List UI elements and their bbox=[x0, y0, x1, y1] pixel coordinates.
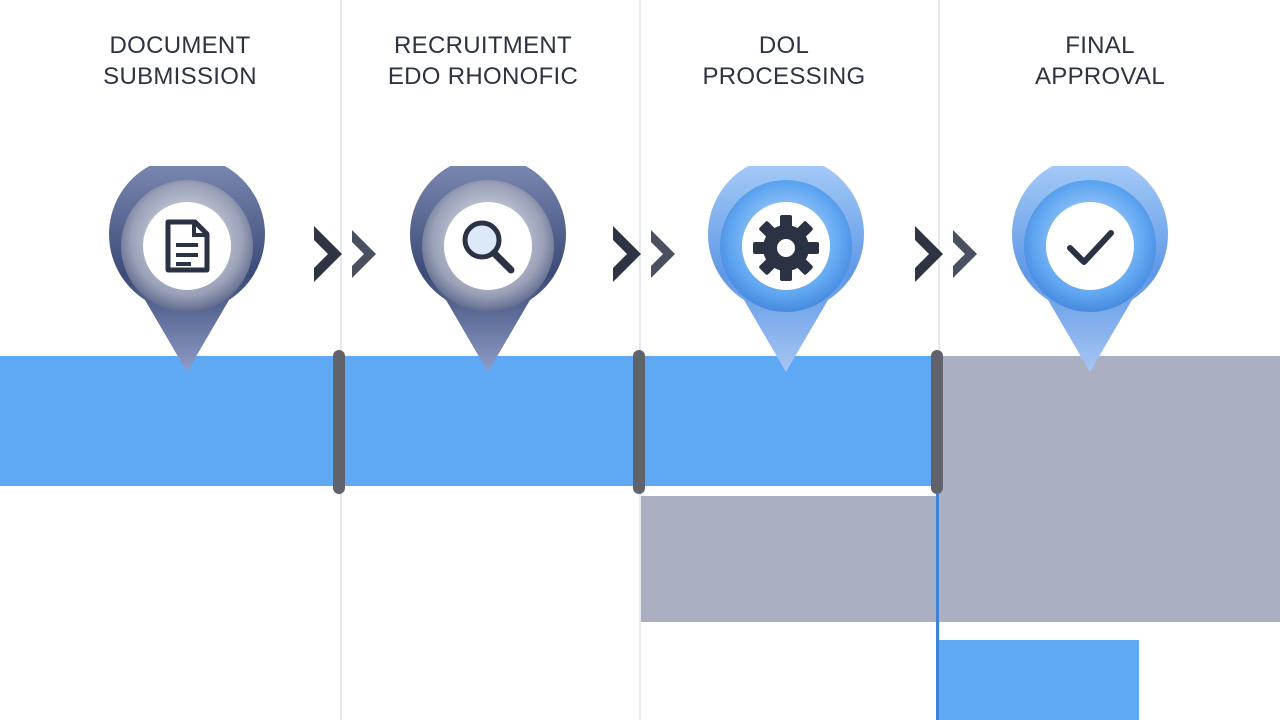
stage-title-document-submission: DOCUMENT SUBMISSION bbox=[30, 30, 330, 92]
stage-pin-dol-processing bbox=[706, 166, 866, 376]
pending-block-dol bbox=[641, 496, 938, 622]
stage-title-line: EDO RHONOFIC bbox=[387, 63, 579, 90]
checkmark-icon bbox=[1067, 230, 1114, 265]
stage-title-line: DOL bbox=[758, 32, 810, 59]
stage-separator bbox=[333, 350, 345, 494]
progress-bar-final-approval bbox=[938, 356, 1280, 622]
stage-title-line: PROCESSING bbox=[702, 63, 866, 90]
progress-block-final bbox=[937, 640, 1139, 720]
timeline-connector bbox=[936, 494, 939, 720]
stage-title-final-approval: FINAL APPROVAL bbox=[950, 30, 1250, 92]
double-chevron-right-icon bbox=[609, 222, 685, 286]
double-chevron-right-icon bbox=[310, 222, 386, 286]
stage-separator bbox=[931, 350, 943, 494]
stage-title-line: DOCUMENT bbox=[109, 32, 251, 59]
stage-title-line: SUBMISSION bbox=[103, 63, 257, 90]
stage-title-line: FINAL bbox=[1065, 32, 1135, 59]
progress-bar-dol-processing bbox=[640, 356, 938, 486]
stage-title-recruitment: RECRUITMENT EDO RHONOFIC bbox=[333, 30, 633, 92]
progress-bar-recruitment bbox=[340, 356, 640, 486]
stage-title-line: RECRUITMENT bbox=[394, 32, 572, 59]
double-chevron-right-icon bbox=[911, 222, 987, 286]
progress-bar-document-submission bbox=[0, 356, 340, 486]
stage-pin-final-approval bbox=[1010, 166, 1170, 376]
stage-pin-recruitment bbox=[408, 166, 568, 376]
magnifier-icon bbox=[462, 220, 515, 274]
stage-pin-document-submission bbox=[107, 166, 267, 376]
gear-icon bbox=[753, 215, 819, 281]
stage-title-line: APPROVAL bbox=[1034, 63, 1165, 90]
stage-separator bbox=[633, 350, 645, 494]
document-icon bbox=[165, 219, 210, 273]
stage-title-dol-processing: DOL PROCESSING bbox=[634, 30, 934, 92]
